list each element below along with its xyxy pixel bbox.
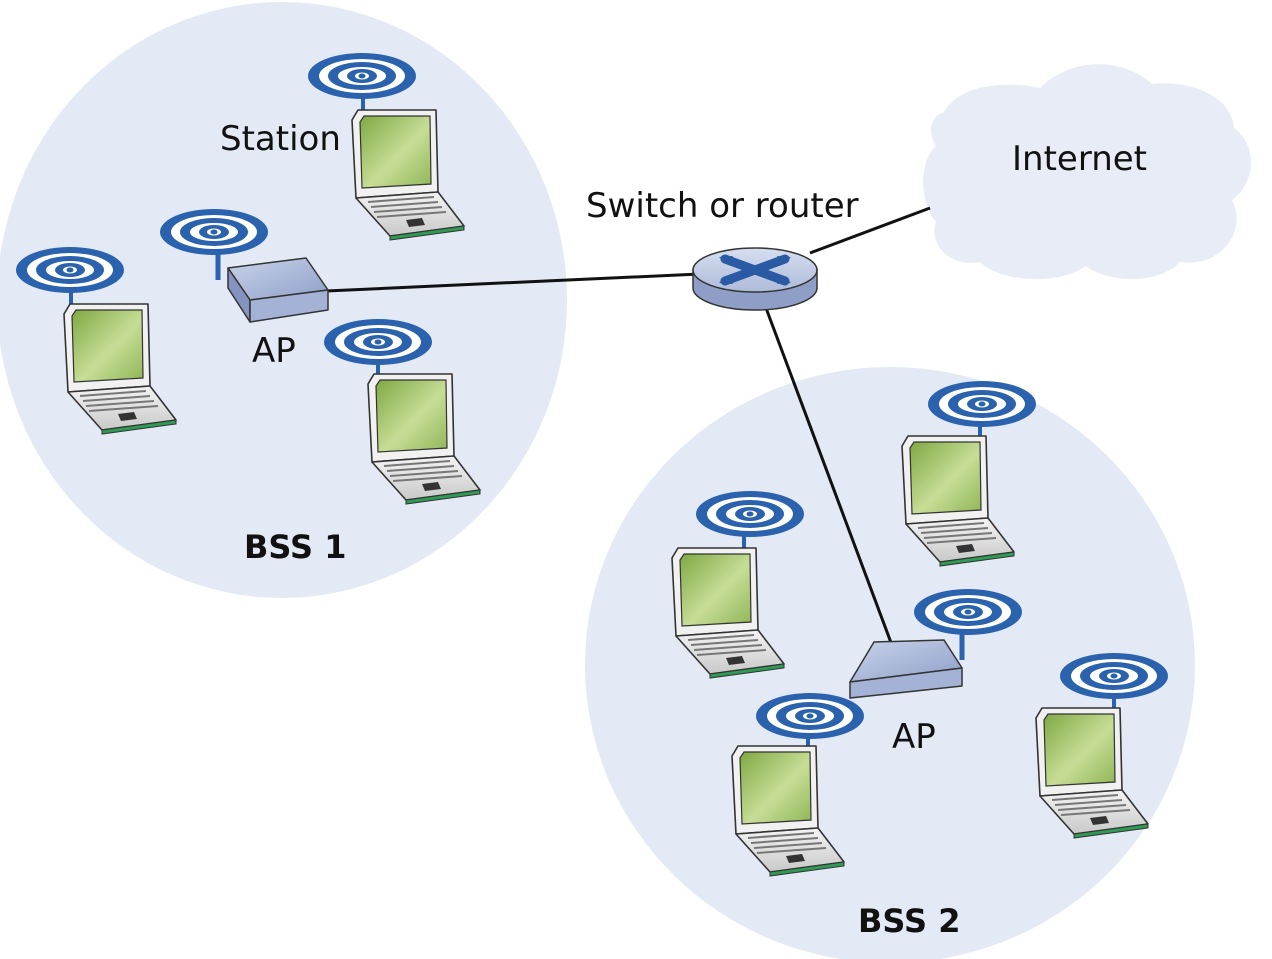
ap2-label: AP	[892, 717, 936, 757]
link-router-internet	[809, 206, 931, 255]
laptop-icon	[731, 693, 864, 877]
station-label: Station	[220, 119, 341, 159]
bss1-label: BSS 1	[244, 528, 346, 566]
router-icon	[692, 247, 818, 311]
access-point-icon-bss1	[160, 209, 329, 323]
switch-label: Switch or router	[586, 186, 859, 226]
link-ap1-router	[325, 272, 701, 293]
laptop-icon	[324, 319, 481, 505]
laptop-icon	[16, 247, 177, 435]
laptop-icon	[671, 491, 804, 679]
laptop-icon	[308, 53, 465, 241]
internet-label: Internet	[1012, 139, 1147, 179]
laptop-icon	[1035, 653, 1168, 839]
ap1-label: AP	[252, 331, 296, 371]
bss2-label: BSS 2	[858, 902, 960, 940]
laptop-icon	[901, 381, 1036, 567]
internet-cloud-icon	[923, 64, 1252, 280]
link-router-ap2	[764, 307, 895, 649]
access-point-icon-bss2	[849, 589, 1022, 699]
